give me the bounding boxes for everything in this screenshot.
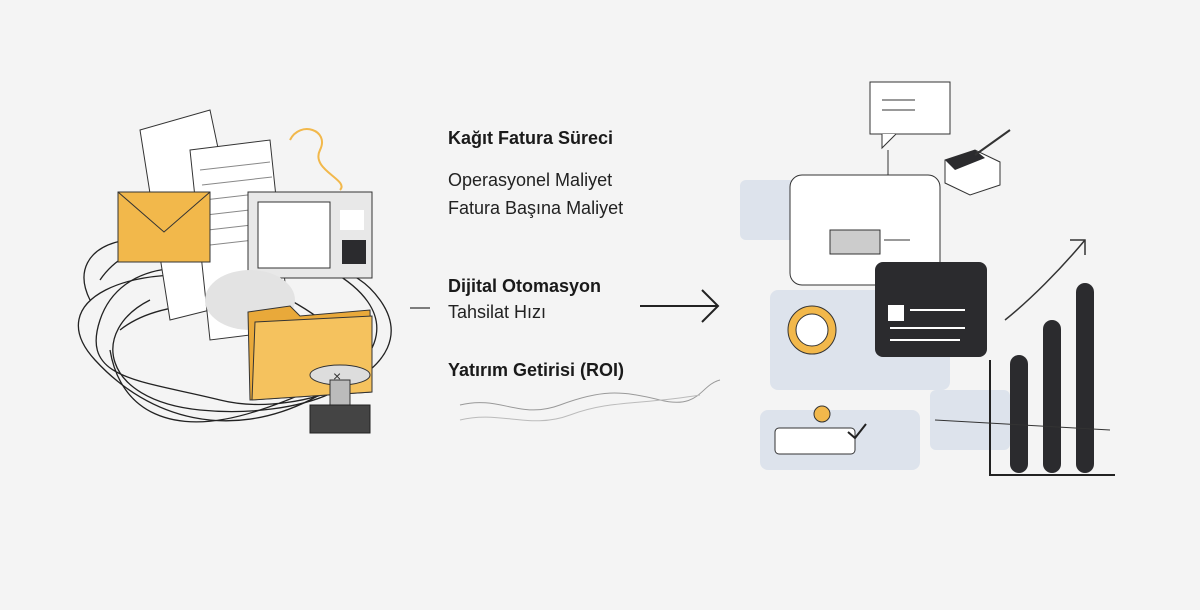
roi-title: Yatırım Getirisi (ROI) (448, 360, 625, 380)
speech-note-icon (869, 81, 951, 150)
wave-line-2 (459, 394, 701, 422)
trend-arrow-icon (1004, 239, 1086, 321)
bar-chart-icon (989, 283, 1115, 476)
collection-speed-label: Tahsilat Hızı (448, 302, 547, 322)
digital-automation-title: Dijital Otomasyon (448, 276, 602, 296)
coin-stand (774, 405, 867, 455)
wave-line (459, 379, 721, 411)
stamp-icon: × (309, 364, 371, 434)
cost-per-invoice-label: Fatura Başına Maliyet (448, 198, 624, 218)
invoice-panel (247, 191, 373, 279)
envelope-icon (117, 191, 211, 263)
paper-process-title: Kağıt Fatura Süreci (448, 128, 614, 148)
svg-text:×: × (333, 368, 341, 384)
server-panel (789, 174, 941, 286)
coin-icon (787, 305, 837, 355)
operational-cost-label: Operasyonel Maliyet (448, 170, 613, 190)
box-icon (944, 129, 1011, 196)
monitor-icon (875, 262, 987, 357)
yellow-scribble (289, 128, 343, 191)
arrow-right-icon (640, 289, 720, 323)
folder-icon (247, 305, 373, 401)
